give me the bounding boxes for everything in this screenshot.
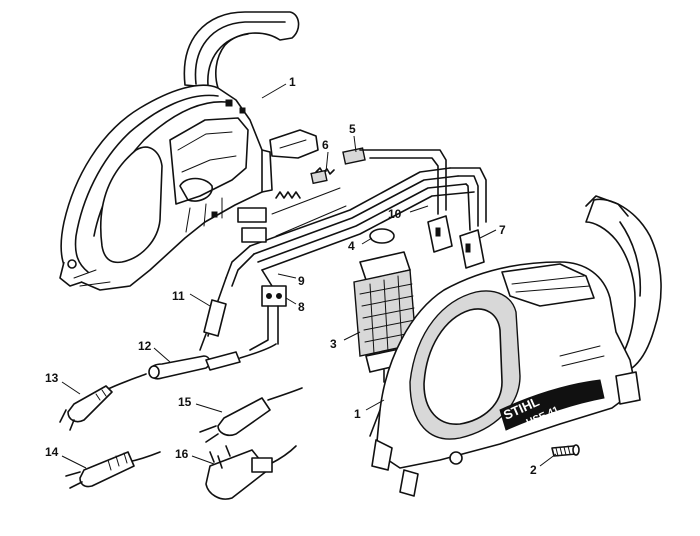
- left-housing-half: [59, 11, 300, 291]
- callout-1-left: 1: [289, 75, 296, 89]
- carbon-brush-part-5: [310, 147, 366, 185]
- callout-10: 10: [388, 207, 402, 221]
- wiring-harness: [225, 149, 487, 305]
- callout-4: 4: [348, 239, 355, 253]
- terminal-block-part-8: [249, 285, 287, 351]
- callout-13: 13: [45, 371, 59, 385]
- plug-part-13: [59, 373, 147, 431]
- right-housing-half: STIHL HSE 41: [369, 195, 662, 497]
- callout-12: 12: [138, 339, 152, 353]
- housing-clip: [269, 129, 319, 159]
- callout-9: 9: [298, 274, 305, 288]
- leader-lines: [61, 83, 557, 469]
- callout-2: 2: [530, 463, 537, 477]
- callout-7: 7: [499, 223, 506, 237]
- callout-labels: 1 1 2 3 4 5 6 7 8 9 10 11 12 13 14 15 16: [45, 75, 537, 477]
- screw-part-2: [551, 444, 580, 457]
- callout-8: 8: [298, 300, 305, 314]
- armature-part-3: [353, 251, 417, 383]
- plug-part-16: [205, 445, 297, 500]
- callout-16: 16: [175, 447, 189, 461]
- callout-5: 5: [349, 122, 356, 136]
- plug-part-15: [199, 387, 303, 443]
- switch-part-7: [427, 215, 485, 269]
- o-ring-part-4: [369, 228, 395, 244]
- callout-6: 6: [322, 138, 329, 152]
- callout-11: 11: [172, 289, 185, 303]
- callout-1-right: 1: [354, 407, 361, 421]
- power-cord-part-12: [148, 343, 277, 380]
- cable-connector-part-11: [199, 277, 227, 351]
- plug-part-14: [65, 451, 161, 489]
- callout-3: 3: [330, 337, 337, 351]
- callout-14: 14: [45, 445, 59, 459]
- callout-15: 15: [178, 395, 192, 409]
